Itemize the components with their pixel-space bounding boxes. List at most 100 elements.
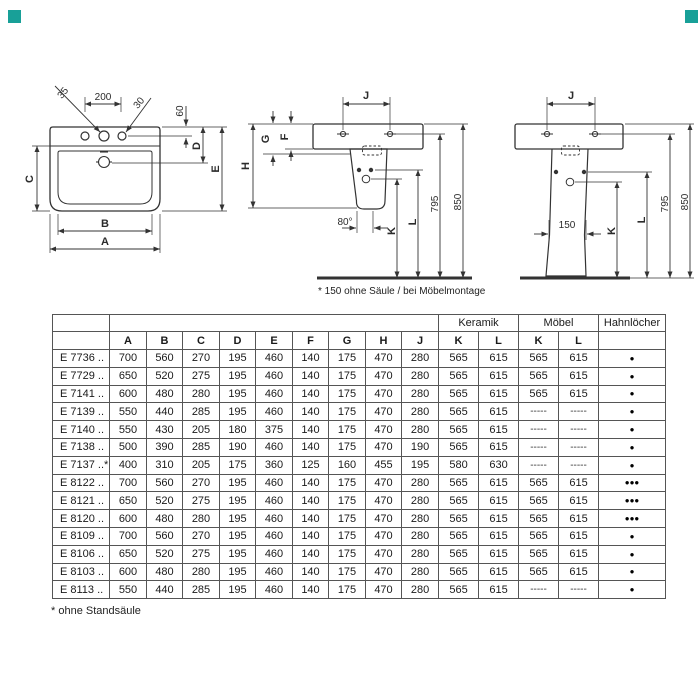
value-cell: 460 <box>255 349 293 368</box>
value-cell: 175 <box>328 509 366 528</box>
model-cell: E 7141 .. <box>52 384 110 404</box>
value-cell: 480 <box>146 509 183 528</box>
value-cell: 600 <box>109 562 147 582</box>
holes-cell: ● <box>598 384 667 404</box>
dim-label-A: A <box>101 236 109 248</box>
value-cell: 565 <box>518 544 560 564</box>
value-cell: 700 <box>109 473 147 493</box>
value-cell: 125 <box>292 455 329 475</box>
holes-cell: ● <box>598 349 667 368</box>
value-cell: 460 <box>255 366 293 386</box>
dim-label-C: C <box>24 175 36 183</box>
value-cell: 195 <box>219 384 256 404</box>
dim-label-H: H <box>240 162 252 170</box>
value-cell: 565 <box>518 526 560 546</box>
spec-table-body: Keramik Möbel Hahnlöcher A B C D E F G H… <box>52 314 667 600</box>
overflow-hole <box>96 151 112 169</box>
corner-cell <box>52 314 110 332</box>
value-cell: 700 <box>109 526 147 546</box>
value-cell: 480 <box>146 384 183 404</box>
value-cell: 205 <box>182 420 220 439</box>
value-cell: 190 <box>400 437 440 457</box>
model-cell: E 8120 .. <box>52 509 110 528</box>
front-view-drawing: 35 200 30 60 D E C B A <box>24 85 227 253</box>
brand-mark-left <box>8 10 21 23</box>
col-header: K <box>438 331 480 350</box>
value-cell: 565 <box>518 509 560 528</box>
value-cell: 615 <box>478 509 520 528</box>
group-header-row: Keramik Möbel Hahnlöcher <box>52 314 667 332</box>
table-footnote: * ohne Standsäule <box>51 605 141 617</box>
value-cell: 500 <box>109 437 147 457</box>
value-cell: 460 <box>255 402 293 422</box>
dim-label-850-side: 850 <box>453 193 464 210</box>
value-cell: 285 <box>182 402 220 422</box>
col-header: E <box>255 331 293 350</box>
value-cell: 310 <box>146 455 183 475</box>
value-cell: 650 <box>109 544 147 564</box>
value-cell: 140 <box>292 420 329 439</box>
holes-cell: ● <box>598 544 667 564</box>
value-cell: 175 <box>328 562 366 582</box>
value-cell: 180 <box>219 420 256 439</box>
value-cell: 470 <box>365 366 402 386</box>
value-cell: 280 <box>400 366 440 386</box>
value-cell: 565 <box>518 366 560 386</box>
value-cell: 280 <box>400 580 440 600</box>
value-cell: 615 <box>558 491 600 511</box>
value-cell: 195 <box>219 402 256 422</box>
model-cell: E 8109 .. <box>52 526 110 546</box>
col-header: A <box>109 331 147 350</box>
pedestal-dimension-lines <box>534 97 694 279</box>
value-cell: 275 <box>182 491 220 511</box>
col-header: G <box>328 331 366 350</box>
holes-cell: ● <box>598 526 667 546</box>
front-dimension-lines <box>32 85 227 253</box>
value-cell: 565 <box>438 384 480 404</box>
dim-label-F: F <box>279 133 291 140</box>
value-cell: 195 <box>219 526 256 546</box>
value-cell: 270 <box>182 473 220 493</box>
dim-label-30: 30 <box>132 95 148 111</box>
value-cell: ----- <box>518 420 560 439</box>
value-cell: 175 <box>328 349 366 368</box>
dim-label-795-ped: 795 <box>660 195 671 212</box>
model-cell: E 8103 .. <box>52 562 110 582</box>
pedestal-note: * 150 ohne Säule / bei Möbelmontage <box>318 286 486 297</box>
value-cell: 440 <box>146 580 183 600</box>
dim-label-E: E <box>210 165 222 172</box>
value-cell: 140 <box>292 491 329 511</box>
holes-cell: ● <box>598 420 667 439</box>
value-cell: 280 <box>400 491 440 511</box>
value-cell: 280 <box>400 526 440 546</box>
value-cell: ----- <box>518 437 560 457</box>
value-cell: 615 <box>478 580 520 600</box>
value-cell: 615 <box>478 491 520 511</box>
col-header: J <box>400 331 440 350</box>
value-cell: 615 <box>478 402 520 422</box>
dim-label-B: B <box>101 218 109 230</box>
holes-cell: ● <box>598 580 667 600</box>
value-cell: 275 <box>182 366 220 386</box>
value-cell: 280 <box>400 509 440 528</box>
value-cell: 650 <box>109 491 147 511</box>
value-cell: 190 <box>219 437 256 457</box>
dim-label-K-ped: K <box>606 227 618 235</box>
mounting-hole-marks <box>337 130 396 184</box>
value-cell: 195 <box>219 562 256 582</box>
value-cell: 565 <box>518 473 560 493</box>
value-cell: 615 <box>478 562 520 582</box>
value-cell: 195 <box>219 580 256 600</box>
value-cell: 195 <box>219 366 256 386</box>
basin-pedestal-outline <box>514 123 624 277</box>
basin-side-outline <box>312 123 424 210</box>
col-header: C <box>182 331 220 350</box>
value-cell: 175 <box>328 402 366 422</box>
value-cell: 470 <box>365 526 402 546</box>
dim-label-795-side: 795 <box>430 195 441 212</box>
value-cell: 470 <box>365 491 402 511</box>
